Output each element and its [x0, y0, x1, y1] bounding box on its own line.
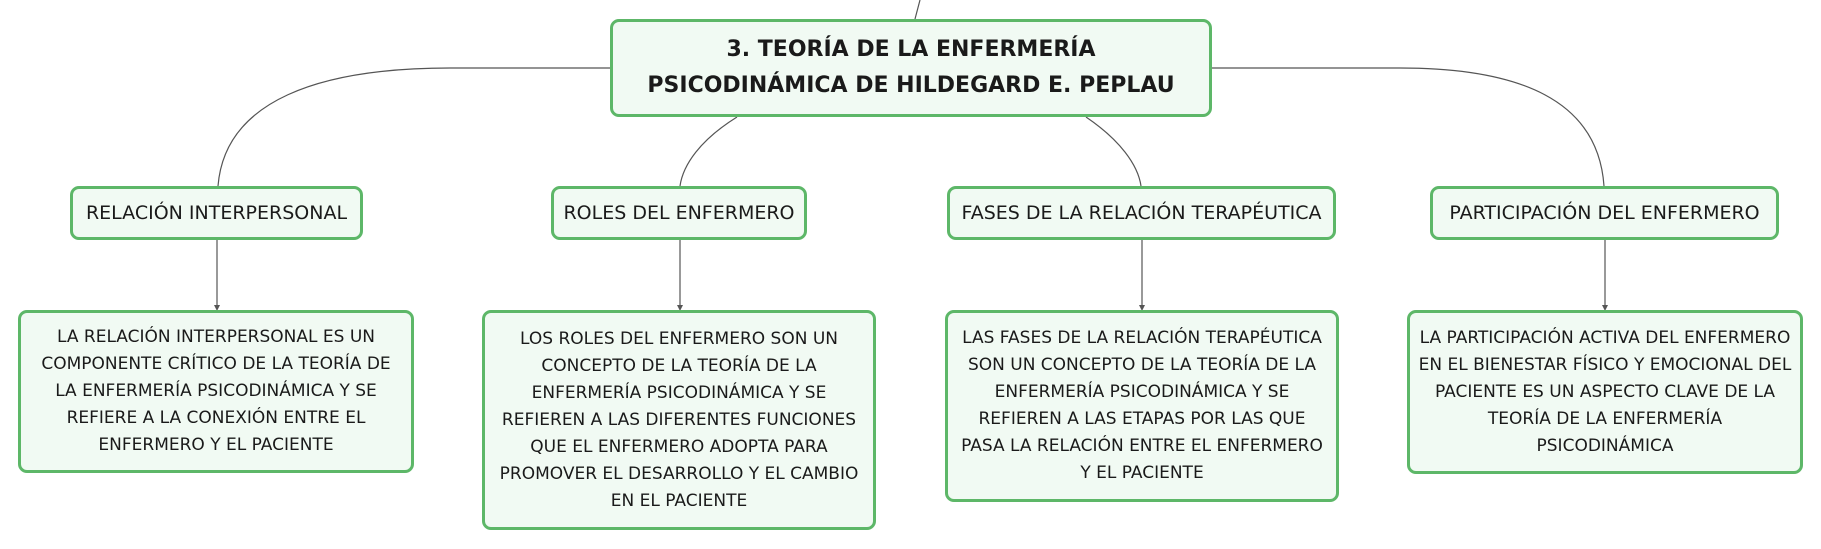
- branch-roles-del-enfermero[interactable]: ROLES DEL ENFERMERO: [551, 186, 807, 240]
- branch-label: RELACIÓN INTERPERSONAL: [85, 202, 348, 224]
- detail-text: LA RELACIÓN INTERPERSONAL ES UN COMPONEN…: [41, 327, 391, 455]
- detail-text: LAS FASES DE LA RELACIÓN TERAPÉUTICA SON…: [961, 328, 1323, 483]
- branch-label: ROLES DEL ENFERMERO: [563, 202, 795, 224]
- parent-connector: [914, 0, 921, 20]
- detail-text: LA PARTICIPACIÓN ACTIVA DEL ENFERMERO EN…: [1418, 327, 1792, 456]
- central-topic-title: 3. TEORÍA DE LA ENFERMERÍA PSICODINÁMICA…: [647, 37, 1175, 98]
- detail-roles-del-enfermero[interactable]: LOS ROLES DEL ENFERMERO SON UN CONCEPTO …: [482, 310, 876, 530]
- branch-relacion-interpersonal[interactable]: RELACIÓN INTERPERSONAL: [70, 186, 363, 240]
- branch-label: PARTICIPACIÓN DEL ENFERMERO: [1449, 202, 1760, 224]
- connector-root-to-roles: [679, 116, 738, 187]
- detail-fases-relacion-terapeutica[interactable]: LAS FASES DE LA RELACIÓN TERAPÉUTICA SON…: [945, 310, 1339, 502]
- branch-label: FASES DE LA RELACIÓN TERAPÉUTICA: [961, 202, 1322, 224]
- detail-relacion-interpersonal[interactable]: LA RELACIÓN INTERPERSONAL ES UN COMPONEN…: [18, 310, 414, 473]
- central-topic[interactable]: 3. TEORÍA DE LA ENFERMERÍA PSICODINÁMICA…: [610, 19, 1212, 117]
- connector-root-to-participacion: [1211, 67, 1605, 187]
- branch-participacion-del-enfermero[interactable]: PARTICIPACIÓN DEL ENFERMERO: [1430, 186, 1779, 240]
- connector-root-to-fases: [1085, 116, 1142, 187]
- branch-to-detail-connectors: [214, 240, 1608, 311]
- detail-text: LOS ROLES DEL ENFERMERO SON UN CONCEPTO …: [499, 328, 859, 511]
- branch-fases-relacion-terapeutica[interactable]: FASES DE LA RELACIÓN TERAPÉUTICA: [947, 186, 1336, 240]
- detail-participacion-del-enfermero[interactable]: LA PARTICIPACIÓN ACTIVA DEL ENFERMERO EN…: [1407, 310, 1803, 474]
- connector-root-to-relacion: [217, 67, 611, 187]
